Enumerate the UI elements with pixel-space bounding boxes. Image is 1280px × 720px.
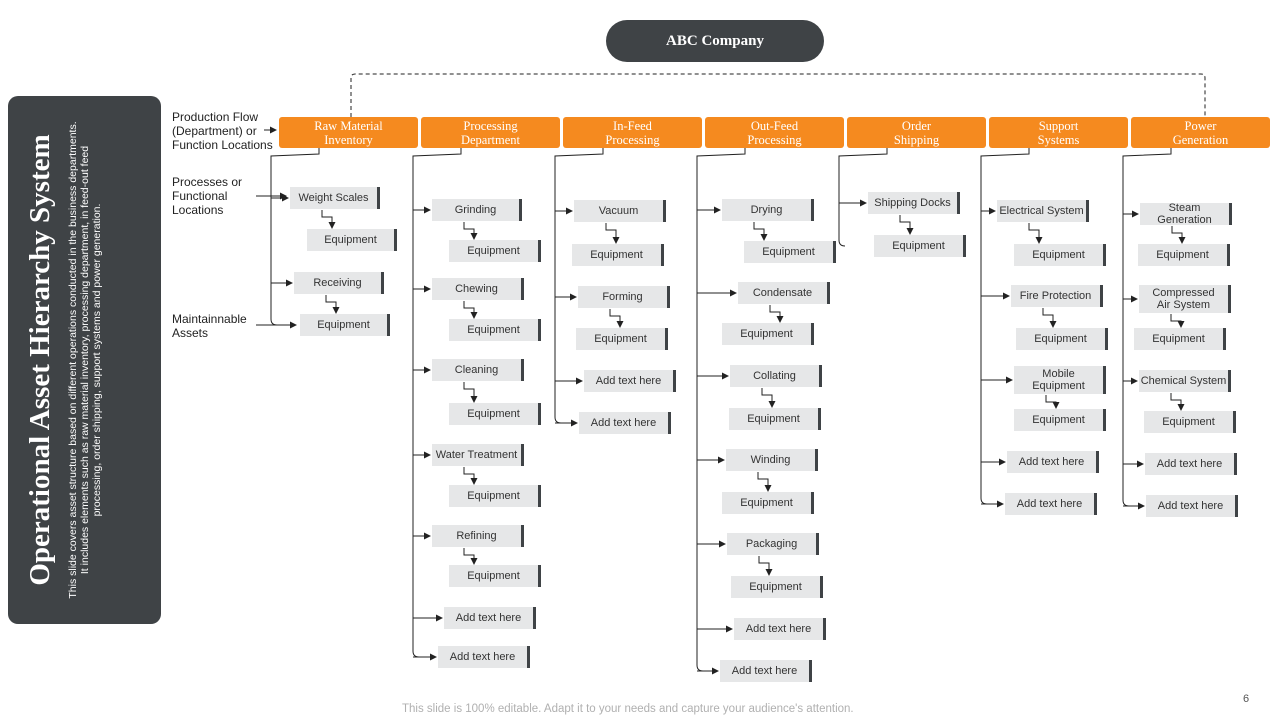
process-node: Receiving (294, 272, 384, 294)
asset-node: Equipment (449, 565, 541, 587)
process-node: Refining (432, 525, 524, 547)
level-label-production-flow: Production Flow (Department) or Function… (172, 110, 273, 152)
process-node: Mobile Equipment (1014, 366, 1106, 394)
asset-node: Equipment (874, 235, 966, 257)
placeholder-node: Add text here (734, 618, 826, 640)
department-header: Raw Material Inventory (279, 117, 418, 148)
asset-node: Equipment (300, 314, 390, 336)
department-header: Processing Department (421, 117, 560, 148)
process-node: Compressed Air System (1139, 285, 1231, 313)
asset-node: Equipment (576, 328, 668, 350)
asset-node: Equipment (449, 403, 541, 425)
placeholder-node: Add text here (438, 646, 530, 668)
department-header: Power Generation (1131, 117, 1270, 148)
asset-node: Equipment (744, 241, 836, 263)
process-node: Weight Scales (290, 187, 380, 209)
process-node: Cleaning (432, 359, 524, 381)
placeholder-node: Add text here (1145, 453, 1237, 475)
asset-node: Equipment (1016, 328, 1108, 350)
asset-node: Equipment (722, 323, 814, 345)
process-node: Collating (730, 365, 822, 387)
asset-node: Equipment (1014, 244, 1106, 266)
process-node: Fire Protection (1011, 285, 1103, 307)
process-node: Electrical System (997, 200, 1089, 222)
footer-note: This slide is 100% editable. Adapt it to… (402, 703, 854, 715)
placeholder-node: Add text here (1146, 495, 1238, 517)
company-title: ABC Company (606, 20, 824, 62)
asset-node: Equipment (449, 319, 541, 341)
asset-node: Equipment (1138, 244, 1230, 266)
asset-node: Equipment (572, 244, 664, 266)
process-node: Shipping Docks (868, 192, 960, 214)
placeholder-node: Add text here (720, 660, 812, 682)
asset-node: Equipment (722, 492, 814, 514)
process-node: Steam Generation (1140, 202, 1232, 226)
process-node: Chewing (432, 278, 524, 300)
asset-node: Equipment (1014, 409, 1106, 431)
process-node: Grinding (432, 199, 522, 221)
asset-node: Equipment (1134, 328, 1226, 350)
department-header: Out-Feed Processing (705, 117, 844, 148)
process-node: Forming (578, 286, 670, 308)
asset-node: Equipment (1144, 411, 1236, 433)
process-node: Vacuum (574, 200, 666, 222)
process-node: Packaging (727, 533, 819, 555)
department-header: Order Shipping (847, 117, 986, 148)
page-number: 6 (1243, 693, 1250, 705)
level-label-processes: Processes or Functional Locations (172, 175, 243, 217)
process-node: Chemical System (1139, 370, 1231, 392)
process-node: Water Treatment (432, 444, 524, 466)
asset-node: Equipment (449, 240, 541, 262)
department-header: In-Feed Processing (563, 117, 702, 148)
process-node: Condensate (738, 282, 830, 304)
placeholder-node: Add text here (1007, 451, 1099, 473)
placeholder-node: Add text here (579, 412, 671, 434)
department-header: Support Systems (989, 117, 1128, 148)
process-node: Winding (726, 449, 818, 471)
asset-node: Equipment (307, 229, 397, 251)
process-node: Drying (722, 199, 814, 221)
placeholder-node: Add text here (584, 370, 676, 392)
placeholder-node: Add text here (1005, 493, 1097, 515)
asset-node: Equipment (731, 576, 823, 598)
sidebar-panel: Operational Asset Hierarchy System This … (8, 96, 161, 624)
asset-node: Equipment (449, 485, 541, 507)
asset-node: Equipment (729, 408, 821, 430)
placeholder-node: Add text here (444, 607, 536, 629)
level-label-maintainable: Maintainnable Assets (172, 312, 247, 340)
